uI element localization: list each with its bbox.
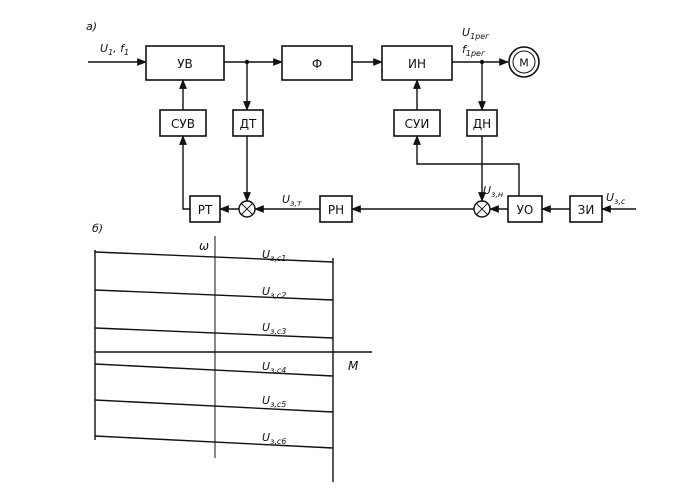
sui-block: СУИ — [393, 109, 441, 137]
suv-block: СУВ — [159, 109, 207, 137]
input-signal-label: U1, f1 — [100, 42, 129, 57]
svg-text:СУВ: СУВ — [171, 117, 195, 131]
uo-block: УО — [507, 195, 543, 223]
torque-axis-label: M — [348, 359, 359, 373]
curve-label-6: Uз,с6 — [262, 431, 286, 446]
voltage-reference-label: Uз,н — [483, 184, 503, 199]
part-a-label: a) — [86, 20, 97, 33]
characteristic-line-6 — [94, 435, 334, 449]
summing-junction-voltage — [473, 200, 491, 218]
characteristic-line-3 — [94, 327, 334, 339]
curve-label-1: Uз,с1 — [262, 248, 286, 263]
rn-block: РН — [319, 195, 353, 223]
summing-junction-current — [238, 200, 256, 218]
rt-to-suv-line — [179, 135, 190, 210]
inverter-block: ИН — [381, 45, 453, 81]
svg-text:ДН: ДН — [473, 117, 491, 131]
svg-text:УВ: УВ — [177, 57, 193, 71]
setpoint-label: Uз,с — [606, 191, 626, 206]
characteristic-line-5 — [94, 399, 334, 413]
svg-text:М: М — [519, 57, 529, 70]
curve-label-2: Uз,с2 — [262, 285, 286, 300]
output-voltage-label: U1рег — [462, 26, 490, 41]
svg-text:ЗИ: ЗИ — [578, 203, 595, 217]
omega-axis-label: ω — [199, 239, 209, 253]
characteristic-line-1 — [94, 251, 334, 263]
uv-block: УВ — [145, 45, 225, 81]
characteristic-line-2 — [94, 289, 334, 301]
motor-icon: М — [508, 46, 540, 78]
curve-label-4: Uз,с4 — [262, 360, 286, 375]
svg-text:РТ: РТ — [198, 203, 213, 217]
rt-block: РТ — [189, 195, 221, 223]
dt-block: ДТ — [232, 109, 264, 137]
svg-text:Ф: Ф — [312, 57, 322, 71]
svg-text:СУИ: СУИ — [405, 117, 430, 131]
characteristic-line-4 — [94, 363, 334, 377]
part-b-label: б) — [92, 222, 103, 235]
svg-text:РН: РН — [328, 203, 344, 217]
svg-text:ДТ: ДТ — [240, 117, 257, 131]
curve-label-5: Uз,с5 — [262, 394, 286, 409]
uo-to-sui-line — [413, 135, 520, 196]
filter-block: Ф — [281, 45, 353, 81]
svg-text:УО: УО — [517, 203, 534, 217]
curve-label-3: Uз,с3 — [262, 321, 286, 336]
output-frequency-label: f1рег — [462, 43, 486, 58]
dn-block: ДН — [466, 109, 498, 137]
current-reference-label: Uз,т — [282, 193, 302, 208]
svg-text:ИН: ИН — [408, 57, 426, 71]
zi-block: ЗИ — [569, 195, 603, 223]
